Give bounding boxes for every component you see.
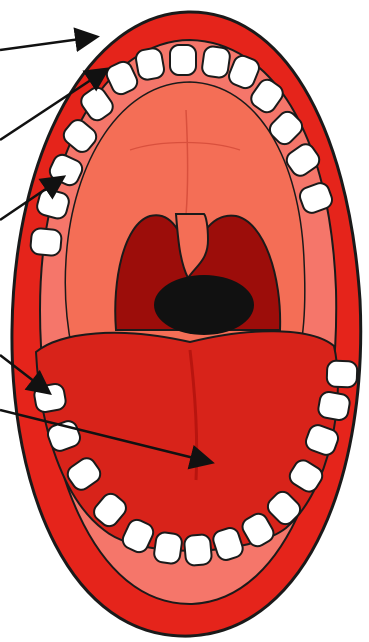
- tooth: [170, 45, 196, 75]
- pointer-lips-arrow: [0, 37, 95, 50]
- tooth: [153, 531, 183, 564]
- tooth: [184, 534, 213, 566]
- tooth: [327, 360, 358, 387]
- throat-opening: [154, 275, 254, 335]
- tooth: [201, 45, 231, 78]
- tooth: [317, 391, 351, 422]
- tooth: [33, 383, 67, 414]
- tooth: [135, 47, 166, 81]
- tooth: [30, 228, 62, 257]
